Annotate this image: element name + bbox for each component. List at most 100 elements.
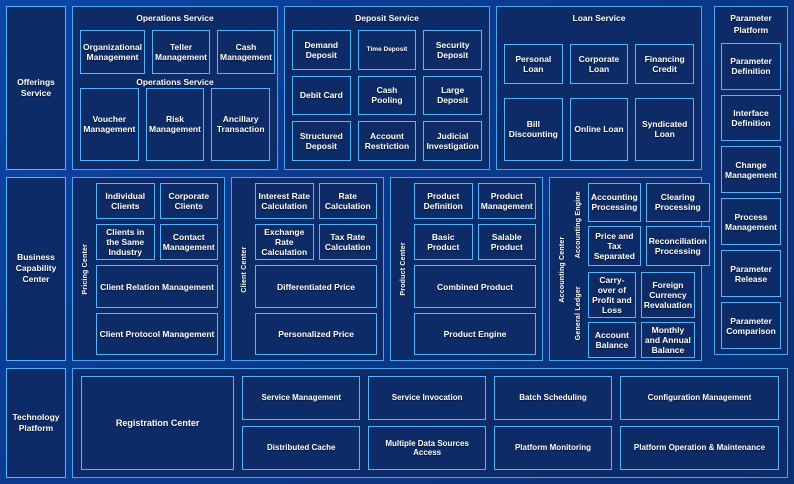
box-platform-monitoring[interactable]: Platform Monitoring [494, 426, 612, 471]
box-clearing-processing[interactable]: Clearing Processing [645, 182, 710, 223]
vertical-label-pricing-center: Pricing Center [82, 243, 89, 295]
box-process-management[interactable]: Process Management [721, 198, 781, 246]
box-platform-operation-and-maintenance[interactable]: Platform Operation & Maintenance [619, 426, 780, 471]
box-personalized-price[interactable]: Personalized Price [255, 312, 377, 356]
technology-column-4: Configuration Management Platform Operat… [619, 376, 780, 471]
pricing-center-pair-row-1: Individual Clients Corporate Clients [96, 182, 218, 220]
product-center-pair-row-1: Product Definition Product Management [414, 182, 536, 220]
box-registration-center[interactable]: Registration Center [81, 376, 235, 470]
technology-column-2: Service Invocation Multiple Data Sources… [368, 376, 487, 471]
client-center-pair-row-2: Exchange Rate Calculation Tax Rate Calcu… [255, 224, 377, 261]
box-distributed-cache[interactable]: Distributed Cache [242, 426, 361, 471]
box-online-loan[interactable]: Online Loan [569, 98, 629, 161]
box-product-engine[interactable]: Product Engine [414, 312, 536, 356]
operations-service-top-grid: Organizational Management Teller Managem… [80, 30, 275, 74]
accounting-center-subgroups: Accounting Engine Accounting Processing … [572, 182, 710, 359]
parameter-platform-column[interactable]: Parameter Platform Parameter Definition … [714, 6, 788, 355]
deposit-service-grid: Demand Deposit Time Deposit Security Dep… [292, 30, 482, 161]
box-combined-product[interactable]: Combined Product [414, 265, 536, 308]
box-individual-clients[interactable]: Individual Clients [96, 182, 155, 220]
box-basic-product[interactable]: Basic Product [414, 224, 473, 261]
product-center-pair-row-2: Basic Product Salable Product [414, 224, 536, 261]
box-interface-definition[interactable]: Interface Definition [721, 94, 781, 142]
parameter-platform-title: Parameter Platform [730, 13, 772, 36]
box-parameter-comparison[interactable]: Parameter Comparison [721, 302, 781, 349]
technology-column-3: Batch Scheduling Platform Monitoring [494, 376, 612, 471]
box-batch-scheduling[interactable]: Batch Scheduling [494, 376, 612, 421]
box-service-management[interactable]: Service Management [242, 376, 361, 421]
box-foreign-currency-revaluation[interactable]: Foreign Currency Revaluation [640, 271, 695, 318]
loan-service-bottom-grid: Bill Discounting Online Loan Syndicated … [504, 98, 694, 161]
box-cash-pooling[interactable]: Cash Pooling [357, 75, 417, 116]
loan-service-top-grid: Personal Loan Corporate Loan Financing C… [504, 44, 694, 84]
pricing-center-content: Individual Clients Corporate Clients Cli… [96, 182, 218, 356]
box-debit-card[interactable]: Debit Card [292, 75, 351, 116]
box-account-restriction[interactable]: Account Restriction [357, 121, 417, 161]
box-voucher-management[interactable]: Voucher Management [80, 88, 139, 161]
group-deposit-service[interactable]: Deposit Service Demand Deposit Time Depo… [284, 6, 490, 170]
box-salable-product[interactable]: Salable Product [477, 224, 536, 261]
box-client-protocol-management[interactable]: Client Protocol Management [96, 312, 218, 356]
box-price-and-tax-separated[interactable]: Price and Tax Separated [588, 226, 641, 266]
operations-service-bottom-grid: Voucher Management Risk Management Ancil… [80, 88, 270, 161]
client-center-pair-row-1: Interest Rate Calculation Rate Calculati… [255, 182, 377, 220]
box-multiple-data-sources-access[interactable]: Multiple Data Sources Access [368, 426, 487, 471]
box-service-invocation[interactable]: Service Invocation [368, 376, 487, 421]
group-loan-service[interactable]: Loan Service Personal Loan Corporate Loa… [496, 6, 702, 170]
box-contact-management[interactable]: Contact Management [159, 224, 218, 261]
box-account-balance[interactable]: Account Balance [588, 322, 636, 359]
box-organizational-management[interactable]: Organizational Management [80, 30, 146, 74]
box-product-definition[interactable]: Product Definition [414, 182, 473, 220]
box-syndicated-loan[interactable]: Syndicated Loan [635, 98, 694, 161]
vertical-label-client-center: Client Center [241, 245, 248, 293]
business-capability-groups: Pricing Center Individual Clients Corpor… [72, 176, 788, 362]
group-title-loan-service: Loan Service [572, 13, 626, 23]
box-tax-rate-calculation[interactable]: Tax Rate Calculation [318, 224, 377, 261]
group-midlabel-operations-service: Operations Service [136, 77, 214, 87]
box-large-deposit[interactable]: Large Deposit [423, 75, 482, 116]
group-operations-service[interactable]: Operations Service Organizational Manage… [72, 6, 278, 170]
box-time-deposit[interactable]: Time Deposit [357, 30, 417, 70]
box-bill-discounting[interactable]: Bill Discounting [504, 98, 563, 161]
box-judicial-investigation[interactable]: Judicial Investigation [423, 121, 482, 161]
technology-platform-row: Technology Platform Registration Center … [6, 368, 788, 478]
box-rate-calculation[interactable]: Rate Calculation [318, 182, 377, 220]
group-client-center[interactable]: Client Center Interest Rate Calculation … [231, 176, 384, 362]
box-interest-rate-calculation[interactable]: Interest Rate Calculation [255, 182, 314, 220]
box-reconciliation-processing[interactable]: Reconciliation Processing [645, 226, 710, 266]
group-product-center[interactable]: Product Center Product Definition Produc… [390, 176, 543, 362]
box-change-management[interactable]: Change Management [721, 146, 781, 194]
group-pricing-center[interactable]: Pricing Center Individual Clients Corpor… [72, 176, 225, 362]
box-accounting-processing[interactable]: Accounting Processing [588, 182, 641, 223]
box-parameter-definition[interactable]: Parameter Definition [721, 42, 781, 90]
vertical-label-general-ledger: General Ledger [575, 286, 582, 341]
row-label-offerings-service: Offerings Service [6, 6, 66, 170]
offerings-service-row: Offerings Service Operations Service Org… [6, 6, 788, 170]
box-personal-loan[interactable]: Personal Loan [504, 44, 563, 84]
box-cash-management[interactable]: Cash Management [217, 30, 275, 74]
box-ancillary-transaction[interactable]: Ancillary Transaction [211, 88, 270, 161]
box-security-deposit[interactable]: Security Deposit [423, 30, 482, 70]
box-clients-in-the-same-industry[interactable]: Clients in the Same Industry [96, 224, 155, 261]
box-structured-deposit[interactable]: Structured Deposit [292, 121, 351, 161]
box-configuration-management[interactable]: Configuration Management [619, 376, 780, 421]
box-monthly-and-annual-balance[interactable]: Monthly and Annual Balance [640, 322, 695, 359]
general-ledger-items: Carry-over of Profit and Loss Foreign Cu… [588, 271, 695, 359]
box-exchange-rate-calculation[interactable]: Exchange Rate Calculation [255, 224, 314, 261]
box-differentiated-price[interactable]: Differentiated Price [255, 265, 377, 308]
box-financing-credit[interactable]: Financing Credit [635, 44, 694, 84]
box-demand-deposit[interactable]: Demand Deposit [292, 30, 351, 70]
group-accounting-center[interactable]: Accounting Center Accounting Engine Acco… [549, 176, 710, 362]
group-title-deposit-service: Deposit Service [355, 13, 419, 23]
box-risk-management[interactable]: Risk Management [145, 88, 205, 161]
box-parameter-release[interactable]: Parameter Release [721, 250, 781, 298]
box-teller-management[interactable]: Teller Management [152, 30, 210, 74]
box-product-management[interactable]: Product Management [477, 182, 536, 220]
box-client-relation-management[interactable]: Client Relation Management [96, 265, 218, 308]
box-corporate-clients[interactable]: Corporate Clients [159, 182, 218, 220]
vertical-label-accounting-engine: Accounting Engine [575, 190, 582, 258]
box-corporate-loan[interactable]: Corporate Loan [569, 44, 629, 84]
client-center-content: Interest Rate Calculation Rate Calculati… [255, 182, 377, 356]
box-carry-over-of-profit-and-loss[interactable]: Carry-over of Profit and Loss [588, 271, 636, 318]
